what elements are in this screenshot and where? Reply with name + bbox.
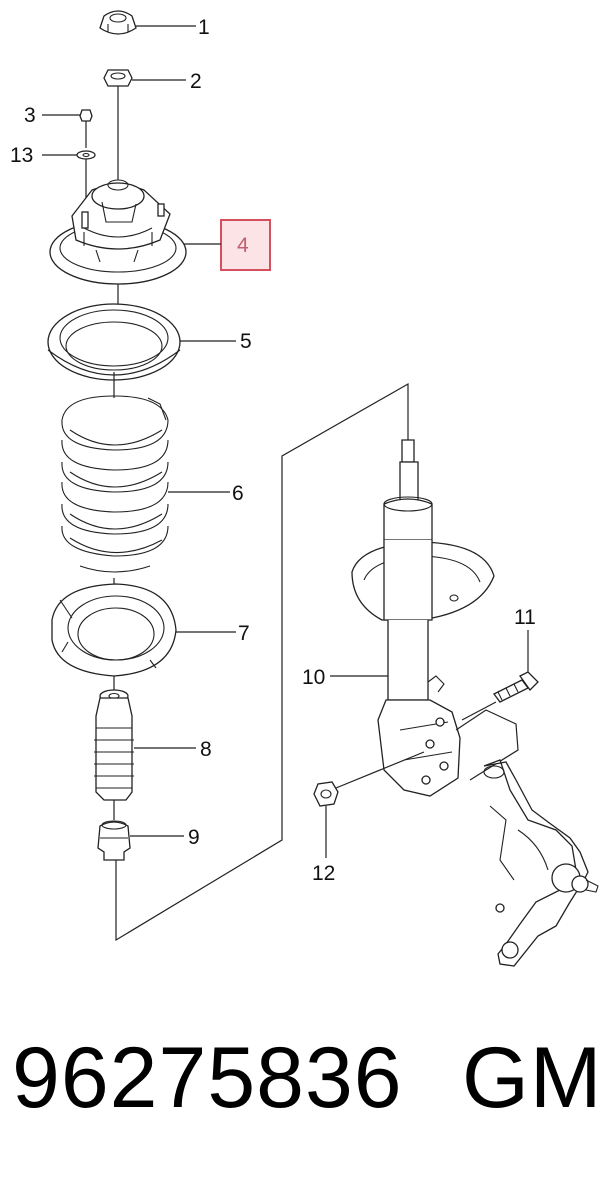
part-6-coil-spring <box>61 395 169 573</box>
part-2-nut <box>103 69 133 87</box>
part-4-strut-mount <box>49 172 187 285</box>
callout-2-label: 2 <box>190 70 202 93</box>
callout-10-label: 10 <box>302 666 325 689</box>
part-10-strut <box>351 439 519 797</box>
callout-6-label: 6 <box>232 482 244 505</box>
callout-4-highlight-box <box>220 219 271 271</box>
steering-knuckle <box>483 759 599 967</box>
callout-5-label: 5 <box>240 330 252 353</box>
callout-8-label: 8 <box>200 738 212 761</box>
callout-7-label: 7 <box>238 622 250 645</box>
callout-13-label: 13 <box>10 144 33 167</box>
part-5-insulator <box>47 303 181 381</box>
callout-3-label: 3 <box>24 104 36 127</box>
part-number: 96275836 <box>12 1030 403 1126</box>
brand-name: GM <box>462 1030 603 1126</box>
part-8-dust-boot <box>94 689 134 801</box>
callout-1-label: 1 <box>198 16 210 39</box>
footer-part-number-line: 96275836 GM <box>10 1030 602 1126</box>
part-13-washer <box>76 150 96 160</box>
part-11-bolt <box>493 671 539 703</box>
part-12-nut <box>313 781 339 807</box>
callout-12-label: 12 <box>312 862 335 885</box>
part-1-cap <box>99 10 137 35</box>
callout-11-label: 11 <box>514 606 536 629</box>
part-3-small-nut <box>79 109 93 122</box>
part-7-lower-seat <box>51 583 177 677</box>
part-9-bump-stop <box>97 820 131 861</box>
callout-9-label: 9 <box>188 826 200 849</box>
callout-4-label: 4 <box>237 234 249 257</box>
